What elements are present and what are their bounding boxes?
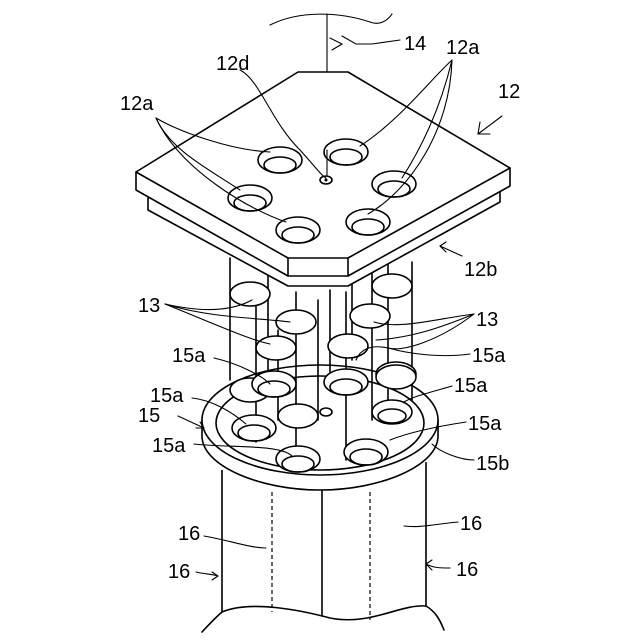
disc-hole <box>278 404 318 428</box>
label-column-16-1: 16 <box>178 523 200 545</box>
label-disc-hole-15a-2: 15a <box>472 345 506 367</box>
label-column-16-4: 16 <box>456 559 478 581</box>
label-plate-12: 12 <box>498 81 520 103</box>
disc-hole <box>372 400 412 424</box>
label-disc-hole-15a-5: 15a <box>152 435 186 457</box>
label-plate-underside-12b: 12b <box>464 259 497 281</box>
label-disc-hole-15a-6: 15a <box>468 413 502 435</box>
disc-hole <box>324 369 368 395</box>
label-column-16-2: 16 <box>460 513 482 535</box>
label-disc-hole-15a-3: 15a <box>150 385 184 407</box>
disc-hole <box>376 365 416 389</box>
label-plate-holes-12a-left: 12a <box>120 93 154 115</box>
label-rods-13-right: 13 <box>476 309 498 331</box>
disc-hole <box>276 446 320 472</box>
disc-hole <box>232 415 276 441</box>
label-column-16-3: 16 <box>168 561 190 583</box>
label-disc-hole-15a-4: 15a <box>454 375 488 397</box>
label-disc-rim-15b: 15b <box>476 453 509 475</box>
plate-12 <box>136 72 510 286</box>
label-disc-hole-15a-1: 15a <box>172 345 206 367</box>
label-plate-holes-12a-right: 12a <box>446 37 480 59</box>
label-wire-14: 14 <box>404 33 426 55</box>
label-center-hole-12d: 12d <box>216 53 249 75</box>
label-rods-13-left: 13 <box>138 295 160 317</box>
disc-hole <box>344 439 388 465</box>
label-disc-15: 15 <box>138 405 160 427</box>
